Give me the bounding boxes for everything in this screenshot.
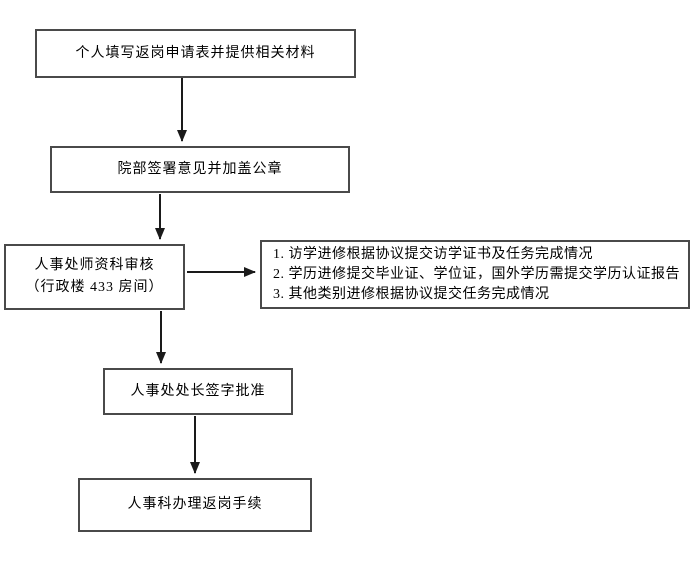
flow-box-hr-director-approval: 人事处处长签字批准 [103, 368, 293, 415]
flow-box-department-sign-label: 院部签署意见并加盖公章 [117, 161, 283, 177]
flow-box-hr-section-procedures-label: 人事科办理返岗手续 [127, 497, 263, 512]
flow-box-submission-requirements: 1. 访学进修根据协议提交访学证书及任务完成情况 2. 学历进修提交毕业证、学位… [260, 240, 690, 309]
flow-box-hr-teacher-section-review-label-line2: （行政楼 433 房间） [25, 280, 164, 295]
requirement-item-1: 1. 访学进修根据协议提交访学证书及任务完成情况 [273, 246, 593, 262]
flow-box-hr-teacher-section-review: 人事处师资科审核 （行政楼 433 房间） [4, 244, 185, 310]
flow-box-fill-application: 个人填写返岗申请表并提供相关材料 [35, 29, 356, 78]
flow-box-hr-section-procedures: 人事科办理返岗手续 [78, 478, 312, 532]
flow-box-hr-teacher-section-review-label-line1: 人事处师资科审核 [34, 258, 155, 273]
flow-box-hr-director-approval-label: 人事处处长签字批准 [130, 383, 266, 399]
requirement-item-3: 3. 其他类别进修根据协议提交任务完成情况 [273, 286, 550, 302]
flow-box-department-sign: 院部签署意见并加盖公章 [50, 146, 350, 193]
flow-box-fill-application-label: 个人填写返岗申请表并提供相关材料 [75, 45, 316, 61]
requirement-item-2: 2. 学历进修提交毕业证、学位证，国外学历需提交学历认证报告 [273, 266, 680, 282]
